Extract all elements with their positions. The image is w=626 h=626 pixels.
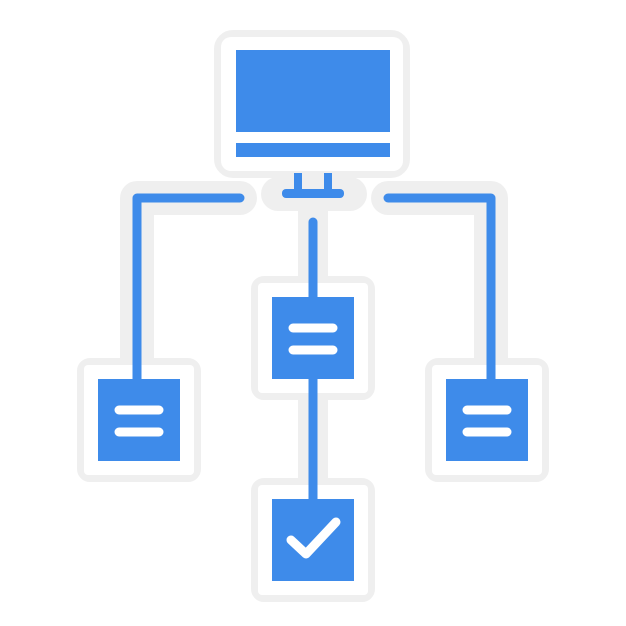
center-document-lines-icon [288,323,338,355]
left-document-lines-icon [114,405,164,437]
right-connector-outline [371,181,508,382]
stand-leg-left [294,173,302,193]
stand-leg-right [324,173,332,193]
right-document-lines-icon [462,405,512,437]
checkmark-icon [286,517,341,559]
left-connector-outline [120,181,257,382]
right-document-node [446,379,528,461]
primary-shapes [98,50,528,581]
stand-base [282,189,344,198]
left-document-node [98,379,180,461]
monitor-screen [236,50,390,132]
node-glyphs [114,323,512,559]
left-connector-line [132,193,245,385]
right-connector-line [383,193,496,385]
monitor-bezel-bar [236,143,390,157]
center-document-node [272,297,354,379]
